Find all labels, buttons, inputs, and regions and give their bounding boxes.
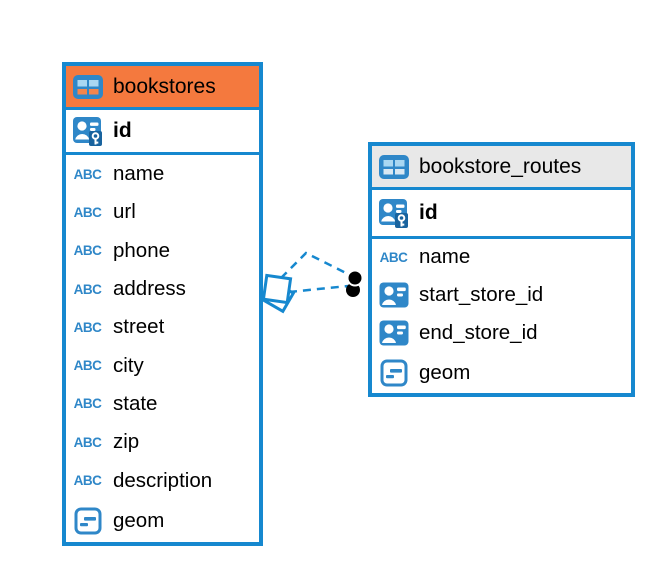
target-dot-lower — [346, 283, 360, 297]
column-name: geom — [113, 508, 165, 532]
column-name: phone — [113, 238, 171, 262]
column-name: state — [113, 391, 158, 415]
column-name: address — [113, 277, 186, 301]
table-title: bookstore_routes — [419, 154, 582, 178]
column-row[interactable]: geom — [372, 353, 631, 394]
column-row[interactable]: ABC phone — [66, 232, 259, 270]
column-name: id — [113, 119, 132, 142]
table-grid-icon — [71, 74, 104, 100]
column-row[interactable]: ABC city — [66, 346, 259, 384]
text-type-icon: ABC — [73, 434, 102, 450]
column-row[interactable]: ABC name — [372, 239, 631, 276]
entity-table-bookstore-routes[interactable]: bookstore_routes id ABC — [368, 142, 635, 397]
text-type-icon: ABC — [73, 473, 102, 489]
table-header-bookstore-routes[interactable]: bookstore_routes — [372, 146, 631, 190]
column-name: start_store_id — [419, 282, 544, 306]
foreign-key-person-icon — [377, 282, 410, 308]
text-type-icon: ABC — [73, 396, 102, 412]
text-type-icon: ABC — [73, 204, 102, 220]
column-row[interactable]: end_store_id — [372, 314, 631, 353]
column-row-pk-id[interactable]: id — [372, 190, 631, 239]
column-list: ABC name start_store_id — [372, 239, 631, 393]
column-name: url — [113, 200, 136, 224]
text-type-icon: ABC — [73, 281, 102, 297]
geometry-type-icon — [71, 507, 104, 535]
column-row[interactable]: ABC description — [66, 461, 259, 499]
text-type-icon: ABC — [73, 243, 102, 259]
entity-table-bookstores[interactable]: bookstores id ABC na — [62, 62, 263, 546]
column-row-pk-id[interactable]: id — [66, 110, 259, 155]
source-marker-front-square — [261, 273, 293, 305]
primary-key-icon — [71, 115, 104, 147]
column-name: street — [113, 315, 165, 339]
column-row[interactable]: ABC street — [66, 308, 259, 346]
column-row[interactable]: ABC state — [66, 385, 259, 423]
table-grid-icon — [377, 154, 410, 180]
column-row[interactable]: ABC url — [66, 193, 259, 231]
column-row[interactable]: geom — [66, 500, 259, 542]
relationship-line-upper[interactable] — [280, 251, 351, 279]
column-row[interactable]: start_store_id — [372, 276, 631, 315]
relationship-source-marker[interactable] — [261, 273, 296, 314]
relationship-link-lines[interactable] — [280, 251, 351, 294]
primary-key-icon — [377, 197, 410, 229]
geometry-type-icon — [377, 359, 410, 387]
relationship-line-lower[interactable] — [288, 284, 349, 294]
relationship-target-marker[interactable] — [346, 269, 364, 298]
column-list: ABC name ABC url ABC phone ABC address A… — [66, 155, 259, 542]
column-row[interactable]: ABC zip — [66, 423, 259, 461]
text-type-icon: ABC — [379, 249, 408, 265]
table-header-bookstores[interactable]: bookstores — [66, 66, 259, 110]
text-type-icon: ABC — [73, 319, 102, 335]
column-name: name — [113, 162, 165, 186]
column-name: description — [113, 468, 213, 492]
column-name: geom — [419, 360, 471, 384]
column-name: end_store_id — [419, 321, 538, 345]
target-dot-upper — [346, 269, 364, 287]
column-name: city — [113, 353, 144, 377]
text-type-icon: ABC — [73, 358, 102, 374]
table-title: bookstores — [113, 74, 216, 98]
source-marker-back-square — [262, 280, 296, 314]
column-row[interactable]: ABC address — [66, 270, 259, 308]
column-name: name — [419, 245, 471, 269]
column-name: id — [419, 201, 438, 224]
text-type-icon: ABC — [73, 166, 102, 182]
column-name: zip — [113, 430, 140, 454]
column-row[interactable]: ABC name — [66, 155, 259, 193]
foreign-key-person-icon — [377, 320, 410, 346]
